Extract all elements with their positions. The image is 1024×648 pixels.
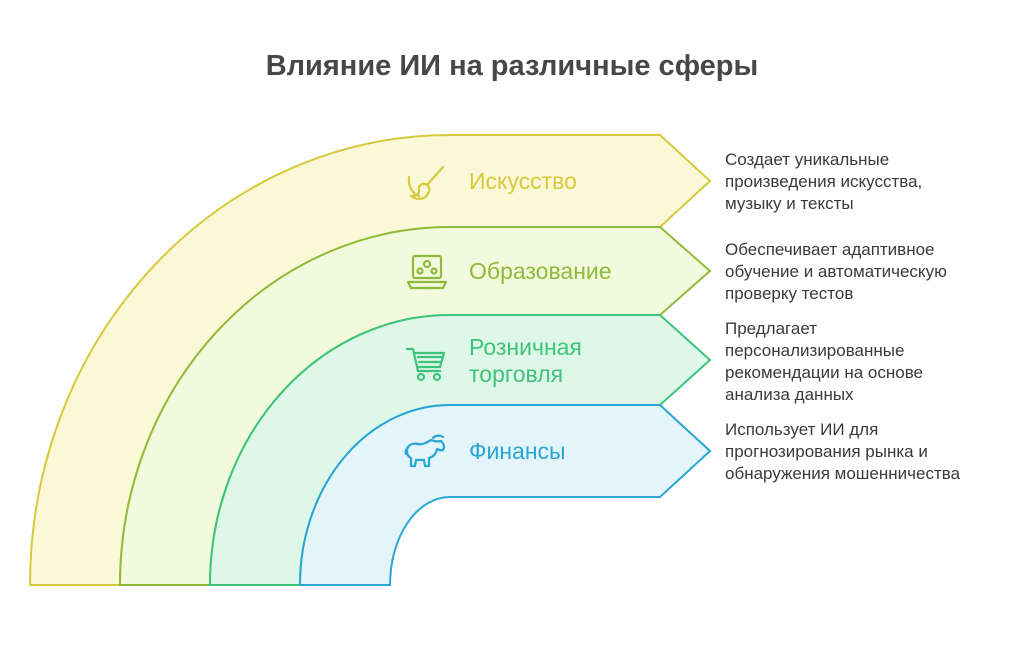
description-retail: Предлагает персонализированные рекоменда… bbox=[725, 319, 924, 404]
band-finance bbox=[298, 404, 712, 586]
description-finance: Использует ИИ для прогнозирования рынка … bbox=[725, 420, 961, 483]
segment-label-art: Искусство bbox=[469, 168, 577, 194]
segment-label-finance: Финансы bbox=[469, 438, 566, 464]
bull-icon bbox=[404, 434, 446, 468]
paintbrush-icon bbox=[407, 165, 445, 200]
description-education: Обеспечивает адаптивное обучение и автом… bbox=[725, 240, 947, 303]
online-learning-icon bbox=[406, 254, 448, 290]
shopping-cart-icon bbox=[405, 347, 446, 382]
segment-label-retail: Розничная торговля bbox=[469, 334, 582, 387]
description-art: Создает уникальные произведения искусств… bbox=[725, 150, 923, 213]
segment-label-education: Образование bbox=[469, 258, 612, 284]
page-title: Влияние ИИ на различные сферы bbox=[265, 50, 759, 82]
